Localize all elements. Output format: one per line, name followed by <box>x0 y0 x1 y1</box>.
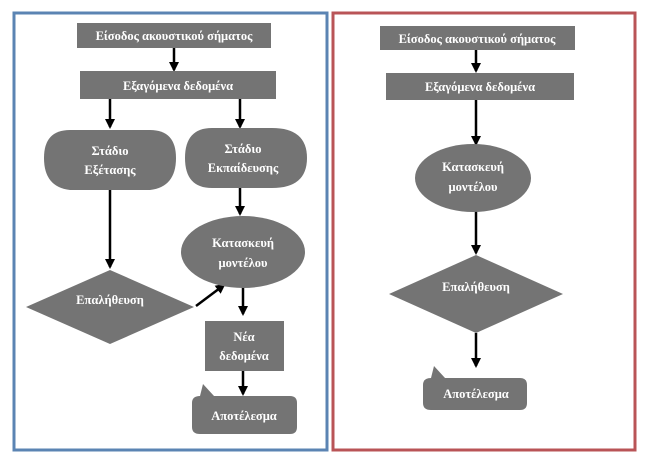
left-new-data-label-2: δεδομένα <box>219 349 269 363</box>
left-training-stage-label-1: Στάδιο <box>225 142 262 156</box>
left-new-data-label-1: Νέα <box>233 330 254 344</box>
left-test-stage-shape <box>44 130 176 190</box>
left-test-stage-label-2: Εξέτασης <box>84 163 136 177</box>
left-extracted-box <box>80 71 276 99</box>
right-panel-frame <box>331 11 637 452</box>
right-result-label: Αποτέλεσμα <box>443 387 509 401</box>
right-extracted-box <box>386 73 574 100</box>
left-model-ellipse <box>181 216 305 288</box>
right-verification-label: Επαλήθευση <box>442 280 510 294</box>
left-test-stage-label-1: Στάδιο <box>92 144 129 158</box>
left-verification-diamond <box>26 270 194 344</box>
left-training-stage-shape <box>185 128 307 188</box>
left-input-label: Είσοδος ακουστικού σήματος <box>96 29 254 43</box>
left-arrows <box>105 48 248 396</box>
right-input-label: Είσοδος ακουστικού σήματος <box>399 32 557 46</box>
left-result-label: Αποτέλεσμα <box>211 409 277 423</box>
right-input-box <box>380 26 575 50</box>
right-model-label-2: μοντέλου <box>449 180 498 194</box>
left-new-data-box <box>205 321 284 371</box>
left-model-label-1: Κατασκευή <box>212 236 274 250</box>
right-result-callout <box>423 366 527 410</box>
left-extracted-label: Εξαγόμενα δεδομένα <box>123 79 233 93</box>
right-extracted-label: Εξαγόμενα δεδομένα <box>425 80 535 94</box>
left-panel-frame <box>12 11 329 452</box>
left-model-label-2: μοντέλου <box>219 256 268 270</box>
left-result-callout <box>192 384 297 434</box>
right-model-label-1: Κατασκευή <box>442 160 504 174</box>
right-model-ellipse <box>415 144 531 212</box>
left-verification-label: Επαλήθευση <box>76 293 144 307</box>
left-input-box <box>77 23 271 48</box>
left-training-stage-label-2: Εκπαίδευσης <box>208 161 279 175</box>
right-verification-diamond <box>389 255 563 333</box>
arrow-verification-to-model <box>195 283 226 307</box>
